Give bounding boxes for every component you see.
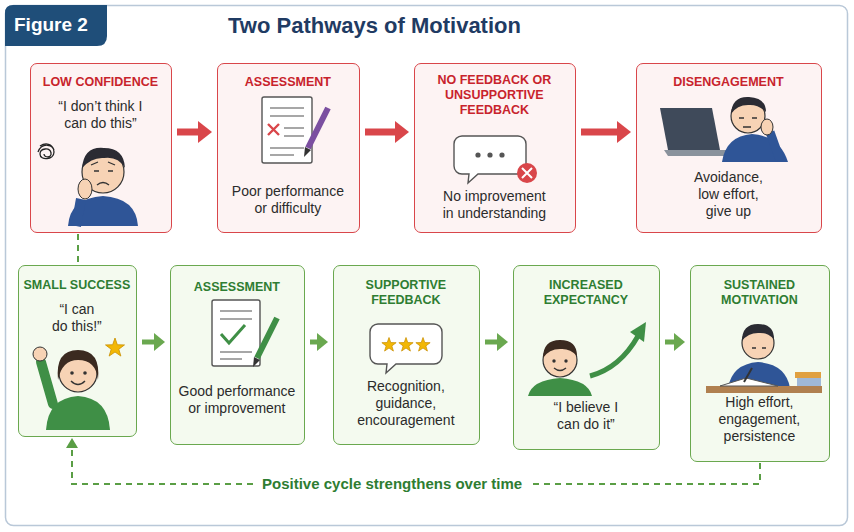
stage-heading: INCREASED EXPECTANCY [536,278,636,308]
connector-line [310,340,320,345]
figure-frame-part [6,6,848,526]
stage-description: “I can do this!” [51,301,103,335]
stage-description: “I believe I can do it” [550,399,622,433]
growth-stage-box: INCREASED EXPECTANCY “I believe I can do … [513,265,660,450]
figure-frame-part [5,5,107,46]
stage-description: Poor performance or difficulty [226,183,350,217]
stage-heading: SUPPORTIVE FEEDBACK [356,278,456,308]
connector-line [142,340,157,345]
stage-description: “I don’t think I can do this” [48,98,153,132]
stage-description: High effort, engagement, persistence [712,394,807,445]
stage-heading: ASSESSMENT [173,280,301,295]
flow-arrow [665,333,685,351]
stage-heading: DISENGAGEMENT [643,75,813,90]
arrow-head [674,333,685,351]
growth-stage-box: SUSTAINED MOTIVATION High effort, engagem… [690,265,830,462]
connector-line [485,340,500,345]
stage-heading: SMALL SUCCESS [19,278,134,293]
flow-arrow [485,333,508,351]
connector-line [365,129,399,136]
flow-arrow [310,333,328,351]
growth-stage-box: ASSESSMENT Good performance or improvemen… [170,265,305,445]
diagram-title: Two Pathways of Motivation [228,13,521,39]
arrow-head [395,121,409,143]
flow-arrow [365,121,409,143]
stage-heading: LOW CONFIDENCE [35,75,165,90]
dashed-link [78,234,79,264]
risk-stage-box: ASSESSMENT Poor performance or difficulty [217,63,360,233]
connector-line [665,340,677,345]
flow-arrow [177,121,212,143]
risk-stage-box: NO FEEDBACK OR UNSUPPORTIVE FEEDBACK No i… [414,63,576,233]
arrow-head [617,121,631,143]
stage-heading: NO FEEDBACK OR UNSUPPORTIVE FEEDBACK [429,73,559,118]
arrow-head [497,333,508,351]
stage-description: Avoidance, low effort, give up [688,169,768,220]
flow-arrow [142,333,165,351]
stage-description: Good performance or improvement [175,383,299,417]
arrow-head [317,333,328,351]
arrow-head [198,121,212,143]
stage-description: No improvement in understanding [439,188,549,222]
arrow-head [66,438,78,448]
figure-frame [5,5,848,526]
arrow-head [154,333,165,351]
stage-heading: ASSESSMENT [223,75,353,90]
figure-tab-label: Figure 2 [14,14,88,36]
connector-line [581,129,621,136]
connector-line [77,234,79,264]
growth-stage-box: SMALL SUCCESS “I can do this!” [18,265,137,437]
loop-label: Positive cycle strengthens over time [254,474,530,494]
growth-stage-box: SUPPORTIVE FEEDBACK Recognition, guidance… [333,265,480,445]
risk-stage-box: DISENGAGEMENT Avoidance, low effort, give… [636,63,822,233]
flow-arrow [581,121,631,143]
risk-stage-box: LOW CONFIDENCE “I don’t think I can do th… [30,63,172,233]
connector-line [177,129,202,136]
stage-description: Recognition, guidance, encouragement [353,378,458,429]
stage-heading: SUSTAINED MOTIVATION [709,278,809,308]
